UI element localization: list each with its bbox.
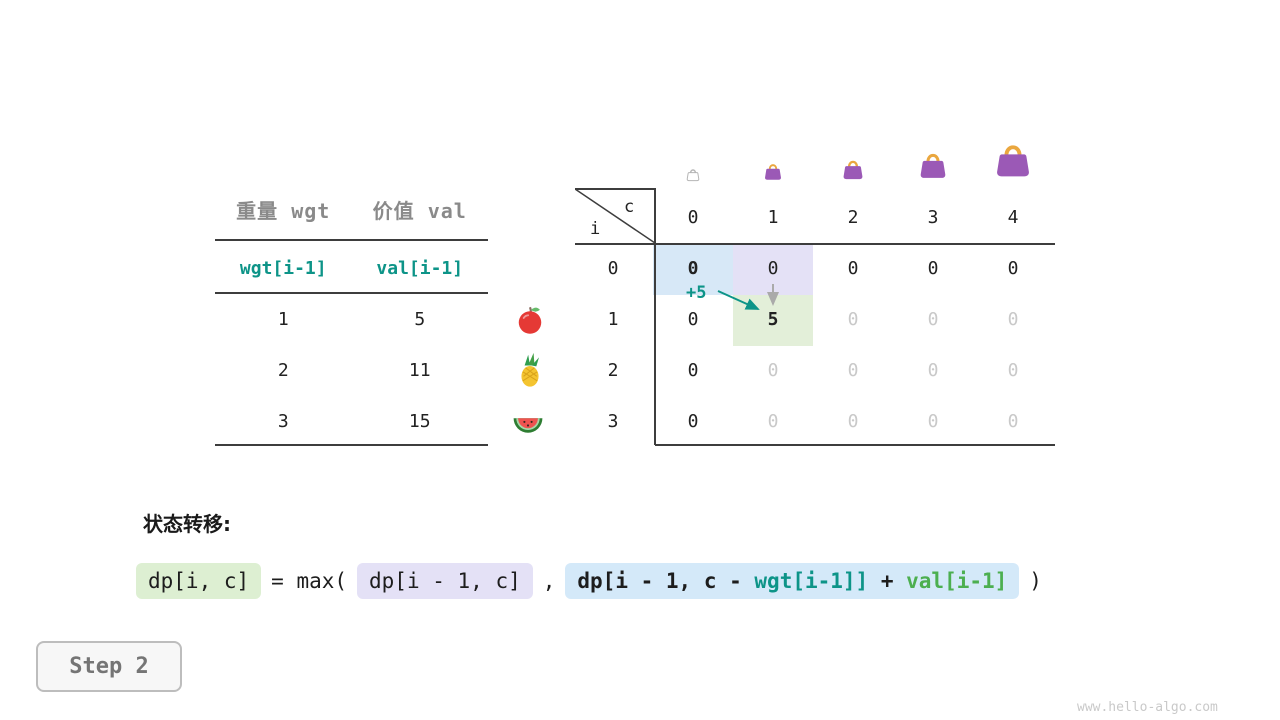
step-label: Step 2 xyxy=(69,654,149,679)
dp-table-top-line xyxy=(575,188,655,190)
dp-row-header-3: 3 xyxy=(607,411,619,432)
dp-cell-0-0: 0 xyxy=(687,258,699,279)
dp-cell-0-2: 0 xyxy=(847,258,859,279)
dp-cell-2-0: 0 xyxy=(687,360,699,381)
step-badge: Step 2 xyxy=(36,641,182,692)
dp-corner-col-label: c xyxy=(624,197,635,217)
bag-icon-capacity-1 xyxy=(765,164,781,180)
item-2-weight: 2 xyxy=(277,360,289,381)
dp-cell-1-2: 0 xyxy=(847,309,859,330)
take-prefix: dp[i - 1, c - xyxy=(577,569,755,593)
items-table-row-1: 1 5 xyxy=(215,303,488,337)
dp-cell-0-1: 0 xyxy=(767,258,779,279)
dp-cell-2-1: 0 xyxy=(767,360,779,381)
item-1-weight: 1 xyxy=(277,309,289,330)
dp-col-header-0: 0 xyxy=(687,207,699,228)
transition-formula: dp[i, c] = max( dp[i - 1, c] , dp[i - 1,… xyxy=(136,560,1042,602)
dp-cell-1-0: 0 xyxy=(687,309,699,330)
take-plus: + xyxy=(868,569,907,593)
dp-highlight-prev-cell xyxy=(653,244,733,295)
items-table-line-bottom xyxy=(215,444,488,446)
dp-col-header-2: 2 xyxy=(847,207,859,228)
items-header-weight: 重量 wgt xyxy=(236,199,331,223)
dp-row-header-2: 2 xyxy=(607,360,619,381)
formula-lhs-token: dp[i, c] xyxy=(136,563,262,599)
dp-row-header-1: 1 xyxy=(607,309,619,330)
pineapple-icon xyxy=(521,352,539,387)
dp-cell-0-3: 0 xyxy=(927,258,939,279)
apple-icon xyxy=(518,306,542,334)
dp-col-header-4: 4 xyxy=(1007,207,1019,228)
items-table-index-row: wgt[i-1] val[i-1] xyxy=(215,252,488,286)
dp-cell-1-3: 0 xyxy=(927,309,939,330)
items-table-line-top xyxy=(215,239,488,241)
dp-row-header-divider xyxy=(654,188,656,445)
transition-section-label: 状态转移: xyxy=(143,512,231,536)
dp-cell-1-1: 5 xyxy=(767,309,779,330)
watermark: www.hello-algo.com xyxy=(1077,700,1218,715)
item-3-weight: 3 xyxy=(277,411,289,432)
bag-icon-capacity-4 xyxy=(997,145,1029,177)
formula-take-token: dp[i - 1, c - wgt[i-1]] + val[i-1] xyxy=(565,563,1020,599)
watermelon-icon xyxy=(513,418,543,433)
dp-cell-0-4: 0 xyxy=(1007,258,1019,279)
item-3-value: 15 xyxy=(408,411,431,432)
formula-keep-token: dp[i - 1, c] xyxy=(357,563,533,599)
take-wgt-term: wgt[i-1]] xyxy=(754,569,869,593)
dp-cell-2-2: 0 xyxy=(847,360,859,381)
dp-cell-2-3: 0 xyxy=(927,360,939,381)
items-index-val: val[i-1] xyxy=(376,258,464,279)
dp-table-bottom-line xyxy=(655,444,1055,446)
dp-corner-row-label: i xyxy=(590,219,601,239)
items-table-header-row: 重量 wgt 价值 val xyxy=(215,194,488,228)
bag-icon-capacity-3 xyxy=(920,153,946,178)
dp-header-underline xyxy=(575,243,1055,245)
bag-icon-capacity-0 xyxy=(686,169,700,182)
dp-cell-2-4: 0 xyxy=(1007,360,1019,381)
items-table-line-mid xyxy=(215,292,488,294)
dp-cell-1-4: 0 xyxy=(1007,309,1019,330)
dp-cell-3-0: 0 xyxy=(687,411,699,432)
take-arrow xyxy=(717,290,760,310)
dp-cell-3-3: 0 xyxy=(927,411,939,432)
items-index-wgt: wgt[i-1] xyxy=(239,258,327,279)
dp-col-header-3: 3 xyxy=(927,207,939,228)
transition-arrows xyxy=(717,284,779,310)
formula-equals: = max( xyxy=(271,569,348,593)
dp-row-header-0: 0 xyxy=(607,258,619,279)
dp-cell-3-4: 0 xyxy=(1007,411,1019,432)
plus-value-annotation: +5 xyxy=(686,283,707,303)
items-table-row-2: 2 11 xyxy=(215,354,488,388)
dp-col-header-1: 1 xyxy=(767,207,779,228)
take-val-term: val[i-1] xyxy=(906,569,1008,593)
item-1-value: 5 xyxy=(414,309,426,330)
dp-cell-3-1: 0 xyxy=(767,411,779,432)
items-header-value: 价值 val xyxy=(372,199,467,223)
items-table-row-3: 3 15 xyxy=(215,405,488,439)
item-2-value: 11 xyxy=(408,360,431,381)
formula-close-paren: ) xyxy=(1029,569,1042,593)
dp-cell-3-2: 0 xyxy=(847,411,859,432)
dp-corner-diagonal xyxy=(575,189,655,243)
bag-icon-capacity-2 xyxy=(843,160,863,180)
formula-comma: , xyxy=(542,569,556,593)
